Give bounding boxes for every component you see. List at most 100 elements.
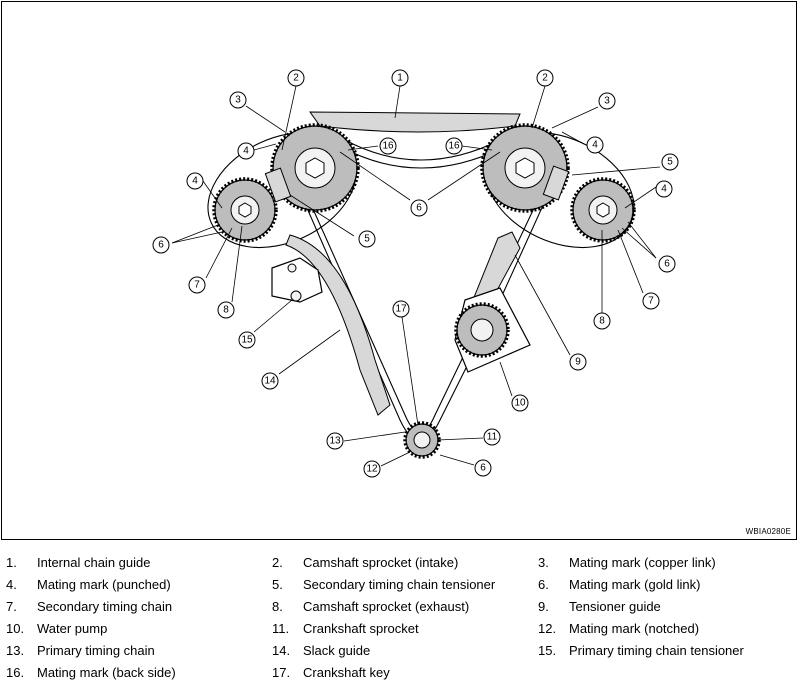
callout-6-a: 6 xyxy=(152,236,170,254)
svg-text:2: 2 xyxy=(293,73,299,84)
svg-text:3: 3 xyxy=(604,96,610,107)
legend-label: Mating mark (back side) xyxy=(37,665,176,680)
callout-17: 17 xyxy=(392,300,410,318)
legend-number: 6. xyxy=(538,577,549,592)
legend-label: Mating mark (punched) xyxy=(37,577,171,592)
crankshaft-sprocket xyxy=(403,421,441,459)
legend-number: 5. xyxy=(272,577,283,592)
legend-number: 9. xyxy=(538,599,549,614)
timing-chain-diagram: 1 2 2 3 3 4 4 4 4 5 5 6 6 6 6 7 7 8 8 9 … xyxy=(152,69,679,478)
slack-guide xyxy=(285,234,391,416)
legend-number: 11. xyxy=(272,621,290,636)
water-pump xyxy=(454,287,531,373)
svg-text:6: 6 xyxy=(480,463,486,474)
callout-12: 12 xyxy=(363,460,381,478)
parts-legend: 1. Internal chain guide 2. Camshaft sprocke… xyxy=(0,555,799,688)
svg-text:10: 10 xyxy=(514,398,526,409)
svg-text:4: 4 xyxy=(592,140,598,151)
legend-label: Mating mark (notched) xyxy=(569,621,700,636)
legend-number: 1. xyxy=(6,555,17,570)
svg-text:16: 16 xyxy=(382,141,394,152)
legend-label: Mating mark (copper link) xyxy=(569,555,716,570)
legend-number: 3. xyxy=(538,555,549,570)
svg-text:5: 5 xyxy=(667,157,673,168)
legend-label: Primary timing chain tensioner xyxy=(569,643,744,658)
callout-13: 13 xyxy=(326,432,344,450)
camshaft-sprocket-exhaust-right xyxy=(570,177,636,243)
legend-number: 2. xyxy=(272,555,283,570)
svg-text:2: 2 xyxy=(542,73,548,84)
legend-number: 15. xyxy=(538,643,557,658)
legend-label: Crankshaft key xyxy=(303,665,390,680)
callout-4-a: 4 xyxy=(237,142,255,160)
svg-text:15: 15 xyxy=(241,335,253,346)
svg-text:14: 14 xyxy=(264,376,276,387)
svg-text:4: 4 xyxy=(661,184,667,195)
svg-text:7: 7 xyxy=(648,296,654,307)
svg-text:1: 1 xyxy=(397,73,403,84)
legend-number: 13. xyxy=(6,643,25,658)
callout-10: 10 xyxy=(511,394,529,412)
camshaft-sprocket-intake-left xyxy=(270,123,360,213)
callout-3-right: 3 xyxy=(598,92,616,110)
callout-6-d: 6 xyxy=(474,459,492,477)
svg-text:11: 11 xyxy=(487,432,498,443)
callouts: 1 2 2 3 3 4 4 4 4 5 5 6 6 6 6 7 7 8 8 9 … xyxy=(152,69,679,478)
svg-text:4: 4 xyxy=(243,146,249,157)
legend-number: 12. xyxy=(538,621,557,636)
callout-4-d: 4 xyxy=(655,180,673,198)
svg-text:6: 6 xyxy=(664,259,670,270)
legend-label: Mating mark (gold link) xyxy=(569,577,701,592)
callout-5-b: 5 xyxy=(661,153,679,171)
secondary-chain-tensioner-right xyxy=(542,165,570,201)
svg-text:12: 12 xyxy=(366,464,378,475)
legend-number: 4. xyxy=(6,577,17,592)
legend-number: 10. xyxy=(6,621,25,636)
callout-3-left: 3 xyxy=(229,91,247,109)
callout-8-left: 8 xyxy=(217,301,235,319)
svg-text:8: 8 xyxy=(599,316,605,327)
legend-number: 8. xyxy=(272,599,283,614)
svg-text:6: 6 xyxy=(416,203,422,214)
svg-text:9: 9 xyxy=(575,357,581,368)
internal-chain-guide xyxy=(309,111,521,133)
callout-1: 1 xyxy=(391,69,409,87)
legend-label: Crankshaft sprocket xyxy=(303,621,419,636)
callout-6-b: 6 xyxy=(410,199,428,217)
legend-number: 17. xyxy=(272,665,291,680)
svg-text:4: 4 xyxy=(192,176,198,187)
callout-7-right: 7 xyxy=(642,292,660,310)
callout-15: 15 xyxy=(238,331,256,349)
callout-11: 11 xyxy=(483,428,501,446)
legend-number: 16. xyxy=(6,665,25,680)
legend-label: Water pump xyxy=(37,621,108,636)
legend-label: Secondary timing chain xyxy=(37,599,173,614)
legend-label: Slack guide xyxy=(303,643,371,658)
secondary-chain-tensioner-left xyxy=(264,167,292,203)
callout-14: 14 xyxy=(261,372,279,390)
legend-label: Internal chain guide xyxy=(37,555,151,570)
figure-code: WBIA0280E xyxy=(745,527,791,536)
leader-lines xyxy=(171,85,661,467)
callout-16-left: 16 xyxy=(379,137,397,155)
primary-chain-tensioner xyxy=(271,257,323,303)
legend-number: 14. xyxy=(272,643,291,658)
svg-text:6: 6 xyxy=(158,240,164,251)
legend-number: 7. xyxy=(6,599,17,614)
legend-label: Camshaft sprocket (exhaust) xyxy=(303,599,470,614)
callout-2-left: 2 xyxy=(287,69,305,87)
callout-4-b: 4 xyxy=(586,136,604,154)
callout-8-right: 8 xyxy=(593,312,611,330)
svg-text:8: 8 xyxy=(223,305,229,316)
callout-5-a: 5 xyxy=(358,230,376,248)
callout-4-c: 4 xyxy=(186,172,204,190)
callout-2-right: 2 xyxy=(536,69,554,87)
svg-text:16: 16 xyxy=(448,141,460,152)
svg-text:13: 13 xyxy=(329,436,341,447)
camshaft-sprocket-exhaust-left xyxy=(212,177,278,243)
svg-text:17: 17 xyxy=(395,304,407,315)
callout-7-left: 7 xyxy=(188,276,206,294)
callout-16-right: 16 xyxy=(445,137,463,155)
callout-9: 9 xyxy=(569,353,587,371)
svg-text:7: 7 xyxy=(194,280,200,291)
